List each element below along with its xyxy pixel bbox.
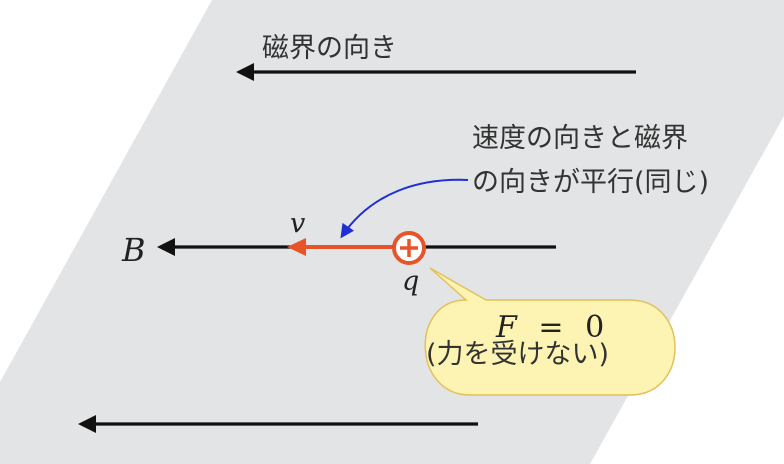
field-direction-label: 磁界の向き	[262, 33, 397, 64]
callout-line-2: の向きが平行(同じ)	[472, 167, 709, 198]
field-arrow-top-head	[236, 63, 254, 81]
field-symbol-label: B	[121, 231, 146, 269]
force-note: (力を受けない)	[426, 339, 609, 370]
force-callout-bubble	[424, 267, 676, 396]
force-equation-lhs: F	[495, 310, 518, 345]
force-equation-rhs: 0	[585, 310, 604, 345]
velocity-arrow-head	[287, 238, 306, 256]
force-equation-op: =	[538, 310, 563, 345]
charge-symbol-label: q	[402, 266, 419, 297]
callout-pointer-arrow	[340, 178, 469, 239]
force-equation: F = 0	[495, 310, 604, 345]
field-line-middle-head	[157, 238, 175, 256]
positive-charge-icon	[392, 231, 426, 265]
field-arrow-bottom-head	[78, 415, 96, 433]
callout-line-1: 速度の向きと磁界	[472, 123, 688, 154]
velocity-symbol-label: v	[290, 208, 305, 239]
